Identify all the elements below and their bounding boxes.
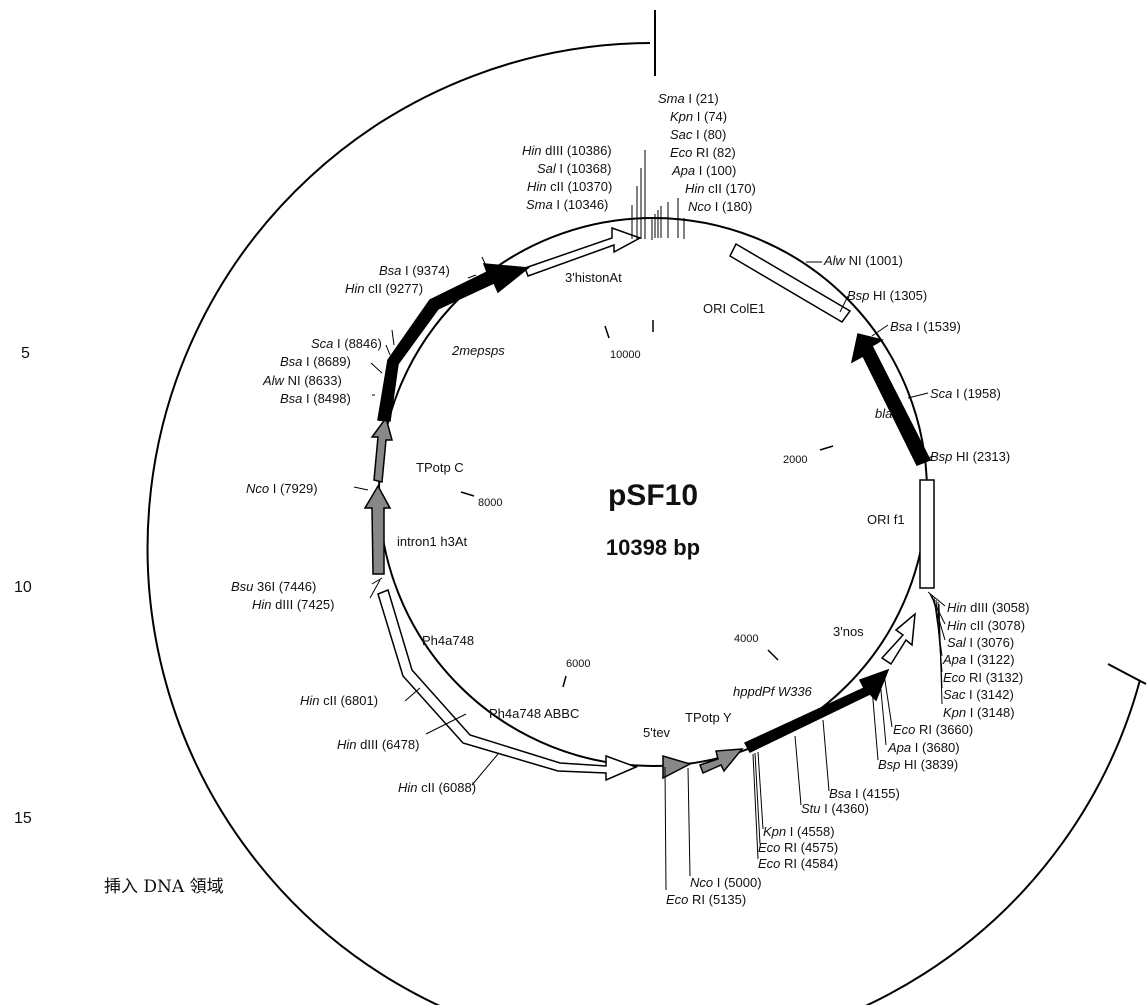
insert-region-arc bbox=[146, 42, 1141, 1005]
site-label: Sac I (80) bbox=[670, 127, 726, 142]
site-label: Bsa I (9374) bbox=[379, 263, 450, 278]
feature-hppdpf-arrow bbox=[743, 668, 890, 753]
site-label: Alw NI (8633) bbox=[262, 373, 342, 388]
site-label: Hin cII (170) bbox=[685, 181, 756, 196]
site-label: Eco RI (4584) bbox=[758, 856, 838, 871]
site-label: Hin dIII (7425) bbox=[252, 597, 334, 612]
site-label: Bsp HI (1305) bbox=[847, 288, 927, 303]
feature-3histonat-arrow bbox=[524, 226, 642, 277]
site-label: Sma I (21) bbox=[658, 91, 719, 106]
scale-label-8000: 8000 bbox=[478, 497, 502, 509]
site-label: Sca I (8846) bbox=[311, 336, 382, 351]
line-number-10: 10 bbox=[14, 579, 32, 596]
feature-label-ph4a748: Ph4a748 bbox=[422, 633, 474, 648]
site-label: Eco RI (3132) bbox=[943, 670, 1023, 685]
site-label: Nco I (7929) bbox=[246, 481, 318, 496]
site-label: Apa I (100) bbox=[671, 163, 736, 178]
site-ticks bbox=[353, 150, 946, 891]
scale-marks bbox=[460, 320, 834, 688]
site-label: Apa I (3680) bbox=[887, 740, 960, 755]
site-label: Nco I (180) bbox=[688, 199, 752, 214]
feature-5tev-arrow bbox=[662, 754, 692, 780]
scale-label-6000: 6000 bbox=[566, 658, 590, 670]
site-label: Bsu 36I (7446) bbox=[231, 579, 316, 594]
feature-3nos-arrow bbox=[880, 612, 916, 666]
scale-label-2000: 2000 bbox=[783, 454, 807, 466]
site-label: Alw NI (1001) bbox=[823, 253, 903, 268]
feature-ph4a748-arrow bbox=[377, 588, 639, 782]
site-label: Bsa I (8498) bbox=[280, 391, 351, 406]
feature-intron1-arrow bbox=[363, 484, 392, 575]
site-label: Hin cII (6088) bbox=[398, 780, 476, 795]
scale-label-4000: 4000 bbox=[734, 633, 758, 645]
scale-label-10000: 10000 bbox=[610, 349, 641, 361]
site-label: Nco I (5000) bbox=[690, 875, 762, 890]
site-label: Bsp HI (3839) bbox=[878, 757, 958, 772]
plasmid-title: pSF10 bbox=[608, 479, 698, 512]
feature-bla-arrow bbox=[850, 333, 932, 466]
site-label: Sma I (10346) bbox=[526, 197, 608, 212]
site-label: Hin cII (6801) bbox=[300, 693, 378, 708]
line-number-5: 5 bbox=[21, 345, 30, 362]
line-number-15: 15 bbox=[14, 810, 32, 827]
feature-arrows bbox=[363, 226, 935, 782]
site-label: Eco RI (82) bbox=[670, 145, 736, 160]
site-label: Hin dIII (10386) bbox=[522, 143, 612, 158]
site-label: Bsa I (4155) bbox=[829, 786, 900, 801]
feature-label-ph4a748-abbc: Ph4a748 ABBC bbox=[489, 706, 579, 721]
site-label: Stu I (4360) bbox=[801, 801, 869, 816]
feature-ori-f1-box bbox=[919, 479, 935, 589]
feature-label-bla: bla bbox=[875, 406, 892, 421]
feature-label-tpotp-y: TPotp Y bbox=[685, 710, 732, 725]
feature-tpotp-c-arrow bbox=[370, 416, 393, 483]
feature-label-tpotp-c: TPotp C bbox=[416, 460, 464, 475]
plasmid-size: 10398 bp bbox=[606, 535, 700, 560]
site-label: Kpn I (4558) bbox=[763, 824, 835, 839]
site-label: Sal I (10368) bbox=[537, 161, 611, 176]
site-label: Bsa I (8689) bbox=[280, 354, 351, 369]
insert-region-end-bar bbox=[1107, 663, 1147, 685]
site-label: Apa I (3122) bbox=[942, 652, 1015, 667]
site-label: Eco RI (5135) bbox=[666, 892, 746, 907]
feature-2mepsps-arrow bbox=[377, 263, 530, 422]
insert-region-label: 挿入 DNA 領域 bbox=[104, 877, 224, 897]
site-label: Hin cII (9277) bbox=[345, 281, 423, 296]
site-label: Eco RI (3660) bbox=[893, 722, 973, 737]
feature-ori-cole1-box bbox=[729, 242, 852, 323]
feature-label-3nos: 3'nos bbox=[833, 624, 864, 639]
feature-label-intron1-h3at: intron1 h3At bbox=[397, 534, 467, 549]
site-label: Hin dIII (3058) bbox=[947, 600, 1029, 615]
site-label: Kpn I (74) bbox=[670, 109, 727, 124]
feature-label-5tev: 5'tev bbox=[643, 725, 671, 740]
feature-tpotp-y-arrow bbox=[699, 748, 744, 775]
feature-label-ori-cole1: ORI ColE1 bbox=[703, 301, 765, 316]
feature-label-ori-f1: ORI f1 bbox=[867, 512, 905, 527]
feature-label-hppdpf: hppdPf W336 bbox=[733, 684, 813, 699]
site-label: Hin cII (10370) bbox=[527, 179, 612, 194]
site-label: Hin cII (3078) bbox=[947, 618, 1025, 633]
site-label: Bsp HI (2313) bbox=[930, 449, 1010, 464]
site-label: Sal I (3076) bbox=[947, 635, 1014, 650]
site-label: Sca I (1958) bbox=[930, 386, 1001, 401]
feature-label-3histonat: 3'histonAt bbox=[565, 270, 622, 285]
site-label: Sac I (3142) bbox=[943, 687, 1014, 702]
site-label: Eco RI (4575) bbox=[758, 840, 838, 855]
site-label: Hin dIII (6478) bbox=[337, 737, 419, 752]
site-label: Kpn I (3148) bbox=[943, 705, 1015, 720]
feature-label-2mepsps: 2mepsps bbox=[451, 343, 505, 358]
site-label: Bsa I (1539) bbox=[890, 319, 961, 334]
